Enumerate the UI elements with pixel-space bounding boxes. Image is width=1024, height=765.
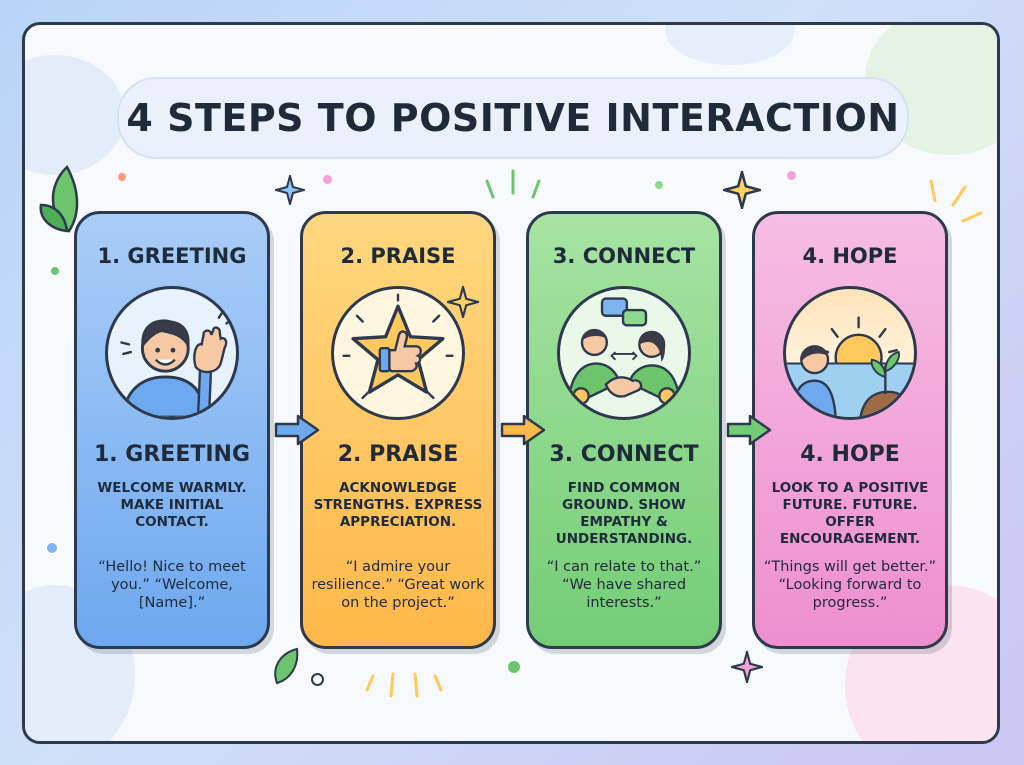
dot-decoration xyxy=(655,181,663,189)
leaf-icon xyxy=(274,647,299,685)
step-title: 1. GREETING xyxy=(93,442,251,467)
infographic-frame: 4 STEPS TO POSITIVE INTERACTION 1. GREET… xyxy=(22,22,1000,744)
sunrise-sprout-icon xyxy=(783,286,917,420)
step-heading: 4. HOPE xyxy=(802,244,898,268)
step-card-hope: 4. HOPE 4. HOPE LOOK TO A POSITIVE FUTUR… xyxy=(752,211,948,649)
step-description: WELCOME WARMLY. MAKE INITIAL CONTACT. xyxy=(97,480,247,530)
sparkle-icon xyxy=(275,175,305,205)
step-example-quotes: “I can relate to that.” “We have shared … xyxy=(546,559,702,611)
dot-decoration xyxy=(51,267,59,275)
step-description: FIND COMMON GROUND. SHOW EMPATHY & UNDER… xyxy=(555,480,693,547)
step-heading: 3. CONNECT xyxy=(552,244,696,268)
step-card-greeting: 1. GREETING 1. GREETING WELCOME WARMLY. … xyxy=(74,211,270,649)
background-blob xyxy=(665,25,795,65)
sparkle-rays-icon xyxy=(365,672,443,698)
handshake-people-icon xyxy=(557,286,691,420)
title-banner: 4 STEPS TO POSITIVE INTERACTION xyxy=(117,77,909,159)
step-card-connect: 3. CONNECT 3. CONNECT FIND COMMON GROUND… xyxy=(526,211,722,649)
dot-decoration xyxy=(311,673,324,686)
arrow-right-icon xyxy=(726,414,772,446)
step-description: ACKNOWLEDGE STRENGTHS. EXPRESS APPRECIAT… xyxy=(313,480,483,530)
step-heading: 2. PRAISE xyxy=(340,244,456,268)
step-title: 3. CONNECT xyxy=(549,442,699,467)
leaf-icon xyxy=(39,164,79,233)
page-title: 4 STEPS TO POSITIVE INTERACTION xyxy=(126,96,900,140)
dot-decoration xyxy=(118,173,126,181)
step-description: LOOK TO A POSITIVE FUTURE. FUTURE. OFFER… xyxy=(771,480,929,547)
thumbs-up-star-icon xyxy=(331,286,465,420)
waving-person-icon xyxy=(105,286,239,420)
sparkle-icon xyxy=(723,171,761,209)
step-title: 2. PRAISE xyxy=(337,442,459,467)
sparkle-rays-icon xyxy=(485,169,541,199)
step-title: 4. HOPE xyxy=(800,442,900,467)
step-example-quotes: “Hello! Nice to meet you.” “Welcome, [Na… xyxy=(98,559,246,611)
arrow-right-icon xyxy=(500,414,546,446)
sparkle-icon xyxy=(731,651,763,683)
arrow-right-icon xyxy=(274,414,320,446)
step-example-quotes: “Things will get better.” “Looking forwa… xyxy=(763,559,937,611)
step-example-quotes: “I admire your resilience.” “Great work … xyxy=(311,559,485,611)
dot-decoration xyxy=(47,543,57,553)
sparkle-rays-icon xyxy=(929,179,983,223)
dot-decoration xyxy=(508,661,520,673)
step-heading: 1. GREETING xyxy=(97,244,247,268)
sparkle-icon xyxy=(447,286,479,318)
background-blob xyxy=(25,55,125,175)
step-card-praise: 2. PRAISE 2. PRAISE ACKNOWLEDGE STRENGTH… xyxy=(300,211,496,649)
dot-decoration xyxy=(787,171,796,180)
dot-decoration xyxy=(323,175,332,184)
